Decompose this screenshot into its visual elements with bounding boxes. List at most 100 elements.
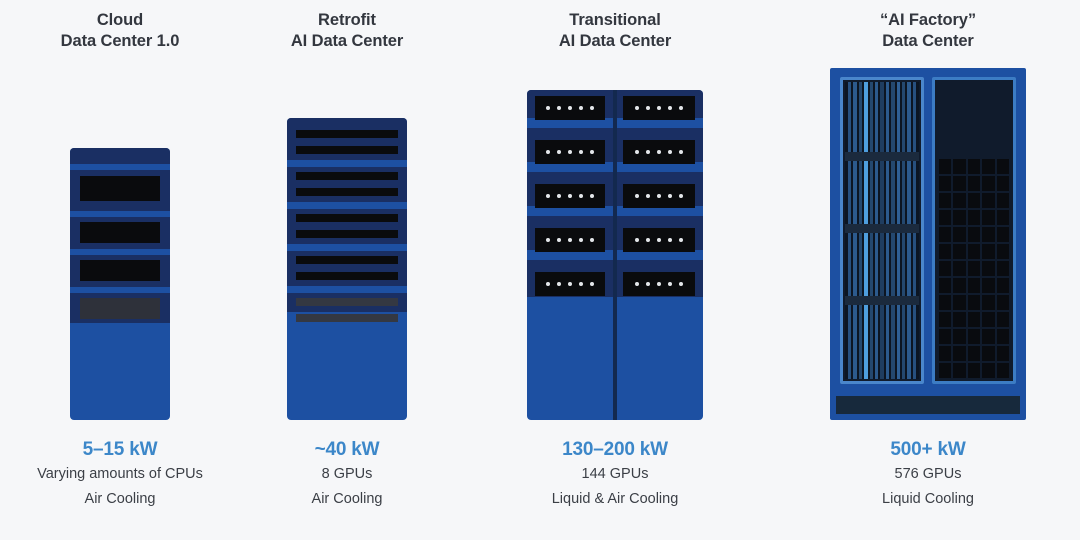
gpu-tray: [967, 159, 981, 174]
cabinet-base: [836, 396, 1020, 414]
cooling-spec: Liquid & Air Cooling: [551, 491, 679, 507]
status-dot: [590, 282, 594, 286]
gpu-tray: [996, 159, 1009, 174]
illustration-area: [0, 58, 240, 420]
gpu-tray: [996, 193, 1009, 208]
status-dot: [546, 282, 550, 286]
title-line-2: AI Data Center: [290, 32, 404, 50]
title-line-1: Retrofit: [318, 11, 376, 29]
status-dot: [646, 282, 650, 286]
rack-slot: [80, 176, 160, 201]
gpu-slot: [535, 140, 605, 164]
power-rating: 500+ kW: [890, 439, 966, 460]
illustration-area: [240, 58, 454, 420]
gpu-tray: [939, 363, 952, 378]
rack-band: [70, 164, 170, 170]
rack-slot-dim: [80, 298, 160, 319]
status-dot: [557, 238, 561, 242]
gpu-tray: [939, 176, 952, 191]
gpu-tray: [953, 312, 966, 327]
gpu-tray: [982, 244, 995, 259]
rack-blade: [296, 130, 398, 138]
gpu-tray: [982, 278, 995, 293]
gpu-tray: [953, 210, 966, 225]
status-dot: [557, 150, 561, 154]
status-dot: [635, 282, 639, 286]
status-dot: [635, 150, 639, 154]
gpu-tray: [939, 312, 952, 327]
liquid-cooling-tube-panel: [840, 77, 924, 384]
power-rating: 130–200 kW: [562, 439, 668, 460]
status-dot: [590, 194, 594, 198]
gpu-tray: [967, 227, 981, 242]
gpu-tray: [996, 176, 1009, 191]
gpu-slot: [623, 96, 695, 120]
status-dot: [657, 150, 661, 154]
gpu-tray: [967, 193, 981, 208]
status-dot: [679, 150, 683, 154]
gpu-tray: [939, 244, 952, 259]
panel-crossbar: [845, 152, 919, 161]
ai-factory-cabinet: [830, 68, 1026, 420]
rack-blade: [296, 272, 398, 280]
gpu-tray: [996, 312, 1009, 327]
status-dot: [568, 194, 572, 198]
status-dot: [546, 238, 550, 242]
gpu-tray: [939, 193, 952, 208]
gpu-tray: [939, 346, 952, 361]
title-line-2: Data Center: [882, 32, 974, 50]
gpu-slot: [623, 272, 695, 296]
rack-blade: [296, 214, 398, 222]
status-dot: [546, 106, 550, 110]
gpu-slot: [535, 96, 605, 120]
cabinet-interior: [840, 77, 1016, 384]
status-dot: [646, 238, 650, 242]
status-dot: [668, 106, 672, 110]
gpu-tray: [967, 329, 981, 344]
rack-band: [287, 244, 407, 251]
rack-band: [70, 211, 170, 217]
gpu-tray: [953, 329, 966, 344]
gpu-tray: [996, 363, 1009, 378]
gpu-slot: [623, 184, 695, 208]
compute-spec: 576 GPUs: [894, 466, 962, 482]
column-transitional-ai-data-center: Transitional AI Data Center: [454, 0, 776, 540]
gpu-slot: [623, 140, 695, 164]
status-dot: [657, 282, 661, 286]
title-line-1: Transitional: [569, 11, 661, 29]
status-dot: [568, 106, 572, 110]
rack-blade: [296, 256, 398, 264]
status-dot: [579, 194, 583, 198]
power-rating: ~40 kW: [314, 439, 380, 460]
gpu-slot: [623, 228, 695, 252]
status-dot: [579, 150, 583, 154]
column-ai-factory-data-center: “AI Factory” Data Center: [776, 0, 1080, 540]
column-title: Transitional AI Data Center: [559, 10, 671, 52]
gpu-slot: [535, 228, 605, 252]
status-dot: [590, 106, 594, 110]
gpu-tray: [982, 363, 995, 378]
gpu-tray: [996, 295, 1009, 310]
panel-crossbar: [845, 224, 919, 233]
status-dot: [668, 282, 672, 286]
title-line-2: Data Center 1.0: [60, 32, 180, 50]
gpu-tray: [953, 244, 966, 259]
gpu-tray: [967, 244, 981, 259]
dual-column-gpu-rack: [527, 90, 703, 420]
compute-spec: 8 GPUs: [321, 466, 373, 482]
gpu-tray: [967, 363, 981, 378]
rack-band: [287, 160, 407, 167]
gpu-tray: [982, 312, 995, 327]
title-line-1: “AI Factory”: [880, 11, 976, 29]
column-caption: 500+ kW 576 GPUs Liquid Cooling: [776, 438, 1080, 512]
status-dot: [546, 194, 550, 198]
status-dot: [557, 106, 561, 110]
cooling-spec: Liquid Cooling: [882, 491, 974, 507]
gpu-tray: [996, 278, 1009, 293]
rack-blade: [296, 172, 398, 180]
gpu-slot: [535, 184, 605, 208]
rack-band: [70, 287, 170, 293]
status-dot: [646, 194, 650, 198]
column-caption: 5–15 kW Varying amounts of CPUs Air Cool…: [0, 438, 240, 512]
